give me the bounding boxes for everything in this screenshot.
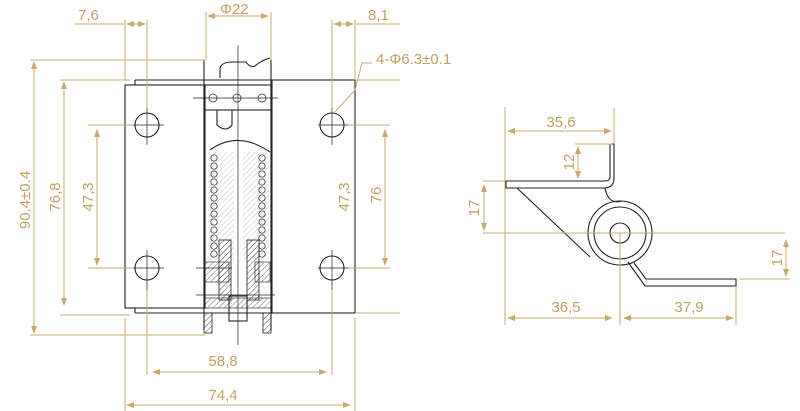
dim-holes-spec: 4-Φ6.3±0.1 xyxy=(376,51,451,68)
spring-coil xyxy=(258,226,266,234)
dim-hole-offset-left: 7,6 xyxy=(78,7,99,24)
mounting-holes xyxy=(133,108,348,290)
dim-lower-offset: 17 xyxy=(769,250,786,267)
spring-coil xyxy=(210,218,218,226)
spring-coil xyxy=(210,202,218,210)
spring-coil xyxy=(258,218,266,226)
dim-left-to-axis: 36,5 xyxy=(551,299,580,316)
spring-coil xyxy=(210,194,218,202)
dim-tab-height: 12 xyxy=(561,154,578,171)
front-dimensions: 7,6 Φ22 8,1 4-Φ6.3±0.1 90.4±0.4 76,8 47,… xyxy=(17,1,451,411)
front-view xyxy=(124,45,356,345)
barrel xyxy=(193,45,278,345)
spring-coil xyxy=(210,162,218,170)
right-leaf xyxy=(271,79,356,314)
dim-hole-spacing-right: 47,3 xyxy=(336,182,353,211)
dim-axis-to-right: 37,9 xyxy=(674,299,703,316)
dim-right-height: 76 xyxy=(368,187,385,204)
side-dimensions: 35,6 12 17 17 36,5 37,9 xyxy=(466,107,790,325)
spring-coil xyxy=(210,234,218,242)
dim-hole-pitch-horizontal: 58,8 xyxy=(208,353,237,370)
dim-overall-width: 74,4 xyxy=(208,387,237,404)
spring-coil xyxy=(258,154,266,162)
spring-coil xyxy=(210,154,218,162)
spring-coil xyxy=(258,202,266,210)
spring-coil xyxy=(258,194,266,202)
spring-coil xyxy=(258,178,266,186)
spring-coil xyxy=(258,186,266,194)
dim-upper-offset: 17 xyxy=(466,200,483,217)
side-view xyxy=(505,143,737,287)
spring-coil xyxy=(258,162,266,170)
spring-coil xyxy=(210,186,218,194)
dim-hole-spacing-left: 47,3 xyxy=(80,182,97,211)
spring-coil xyxy=(210,210,218,218)
dim-barrel-diameter: Φ22 xyxy=(220,1,249,18)
spring-coil xyxy=(258,210,266,218)
spring-coil xyxy=(210,226,218,234)
upper-leaf xyxy=(505,143,615,189)
spring-coil xyxy=(210,250,218,258)
dim-hole-offset-right: 8,1 xyxy=(368,7,389,24)
left-leaf xyxy=(124,84,206,309)
spring-coil xyxy=(210,242,218,250)
dim-overall-height: 90.4±0.4 xyxy=(17,171,34,229)
spring-coil xyxy=(210,178,218,186)
dim-plate-height: 76,8 xyxy=(47,182,64,211)
spring-coil xyxy=(210,170,218,178)
dim-upper-leaf-width: 35,6 xyxy=(546,114,575,131)
spring-coil xyxy=(258,170,266,178)
spring-coil xyxy=(258,234,266,242)
